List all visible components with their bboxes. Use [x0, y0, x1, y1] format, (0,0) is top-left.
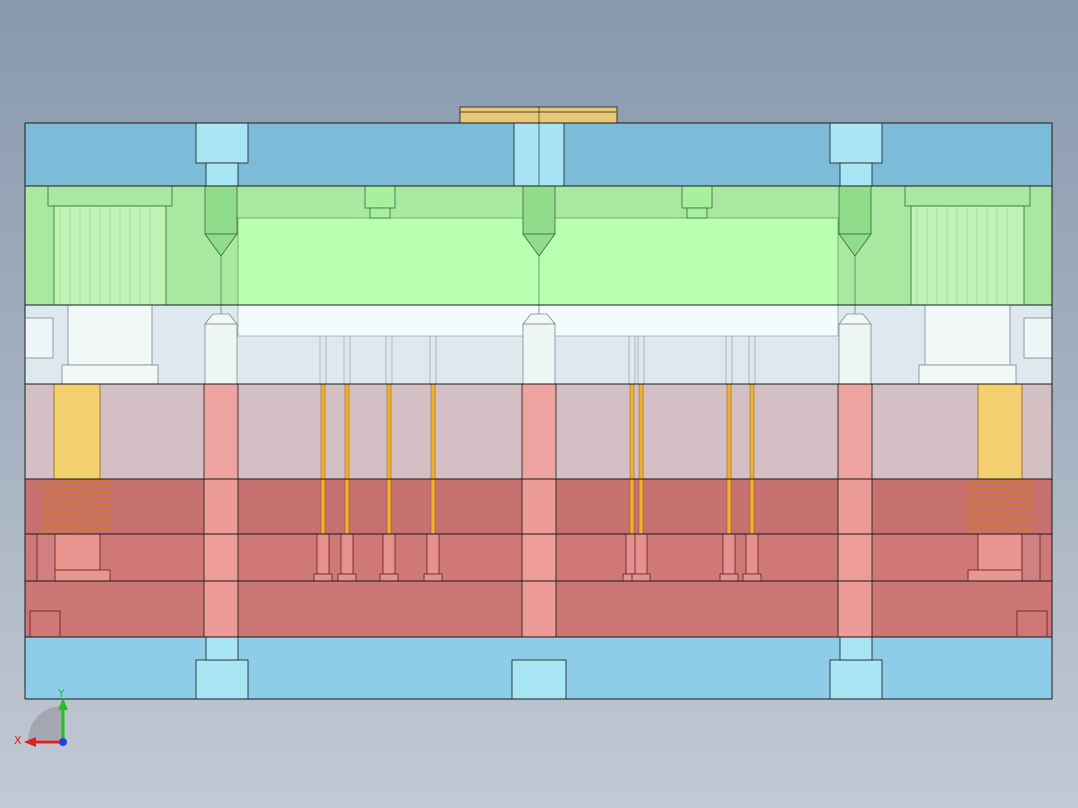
spring-coil-1-8: [965, 527, 1035, 533]
ejector-pin-head-2: [382, 533, 396, 575]
small-cavity-pin-1: [681, 185, 713, 209]
right-side-bump: [1023, 317, 1053, 359]
spring-guide-1: [977, 383, 1023, 480]
bottom-guide-bush-stem-0: [205, 636, 239, 661]
top-guide-bush-stem-0: [205, 162, 239, 187]
y-axis-label: Y: [57, 687, 65, 700]
spring-coil-1-2: [965, 491, 1035, 497]
ejector-pin-1: [344, 383, 350, 535]
spring-coil-1-5: [965, 509, 1035, 515]
return-pin-upper-0: [204, 323, 238, 385]
y-axis-arrow-icon: [58, 698, 68, 710]
side-post-lower-1: [924, 304, 1011, 366]
top-guide-bush-0: [195, 122, 249, 164]
side-post-head-1: [904, 185, 1031, 207]
support-pillar-1: [521, 383, 557, 638]
right-bottom-stub: [1016, 610, 1048, 638]
small-cavity-pin-stem-0: [369, 207, 391, 219]
side-post-foot-0: [61, 364, 159, 385]
ejector-pin-0: [320, 383, 326, 535]
leader-pin-tip-0: [204, 233, 238, 257]
small-cavity-pin-0: [364, 185, 396, 209]
ejector-pin-base-2: [379, 573, 399, 582]
ejector-pin-base-7: [742, 573, 762, 582]
triad-shading: [28, 706, 62, 740]
ejector-pin-2: [386, 383, 392, 535]
bottom-guide-bush-stem-1: [839, 636, 873, 661]
spring-coil-0-8: [41, 527, 113, 533]
ejector-pin-base-3: [423, 573, 443, 582]
spring-coil-0-1: [41, 485, 113, 491]
spring-seat-1: [977, 533, 1023, 571]
spring-coil-0-4: [41, 503, 113, 509]
ejector-pin-7: [749, 383, 755, 535]
side-post-foot-1: [918, 364, 1017, 385]
spring-coil-0-3: [41, 497, 113, 503]
spring-coil-1-3: [965, 497, 1035, 503]
return-pin-upper-2: [838, 323, 872, 385]
ejector-pin-head-1: [340, 533, 354, 575]
return-pin-upper-1: [522, 323, 556, 385]
ejector-pin-head-5: [634, 533, 648, 575]
spring-coil-0-7: [41, 521, 113, 527]
bottom-guide-bush-1: [829, 659, 883, 700]
leader-pin-tip-2: [838, 233, 872, 257]
coordinate-triad: Y X: [14, 687, 68, 747]
spring-seat-0: [53, 533, 101, 571]
left-pin-stub: [36, 533, 56, 582]
ejector-pin-5: [638, 383, 644, 535]
z-axis-icon: [59, 738, 67, 746]
ejector-pin-base-5: [631, 573, 651, 582]
x-axis-arrow-icon: [24, 737, 36, 747]
spring-coil-0-2: [41, 491, 113, 497]
right-pin-stub: [1021, 533, 1041, 582]
support-pillar-0: [203, 383, 239, 638]
ejector-pin-4: [629, 383, 635, 535]
spring-coil-1-7: [965, 521, 1035, 527]
ejector-pin-head-0: [316, 533, 330, 575]
bottom-guide-bush-0: [195, 659, 249, 700]
leader-pin-1: [522, 185, 556, 235]
left-bottom-stub: [29, 610, 61, 638]
ejector-pin-3: [430, 383, 436, 535]
left-side-bump: [24, 317, 54, 359]
bottom-sprue-bush: [511, 659, 567, 700]
top-guide-bush-1: [829, 122, 883, 164]
spring-coil-1-0: [965, 479, 1035, 485]
spring-coil-1-1: [965, 485, 1035, 491]
ejector-pin-head-6: [722, 533, 736, 575]
leader-pin-2: [838, 185, 872, 235]
ejector-pin-head-3: [426, 533, 440, 575]
spring-guide-0: [53, 383, 101, 480]
ejector-pin-head-7: [745, 533, 759, 575]
spring-coil-0-5: [41, 509, 113, 515]
side-post-head-0: [47, 185, 173, 207]
small-cavity-pin-stem-1: [686, 207, 708, 219]
ejector-pin-6: [726, 383, 732, 535]
spring-coil-1-6: [965, 515, 1035, 521]
side-post-lower-0: [67, 304, 153, 366]
top-guide-bush-stem-1: [839, 162, 873, 187]
leader-pin-0: [204, 185, 238, 235]
leader-pin-tip-1: [522, 233, 556, 257]
spring-coil-1-4: [965, 503, 1035, 509]
ejector-pin-base-6: [719, 573, 739, 582]
x-axis-label: X: [14, 734, 22, 747]
ejector-pin-base-0: [313, 573, 333, 582]
spring-coil-0-6: [41, 515, 113, 521]
side-post-body-1: [910, 205, 1025, 306]
ejector-pin-base-1: [337, 573, 357, 582]
spring-coil-0-0: [41, 479, 113, 485]
support-pillar-2: [837, 383, 873, 638]
